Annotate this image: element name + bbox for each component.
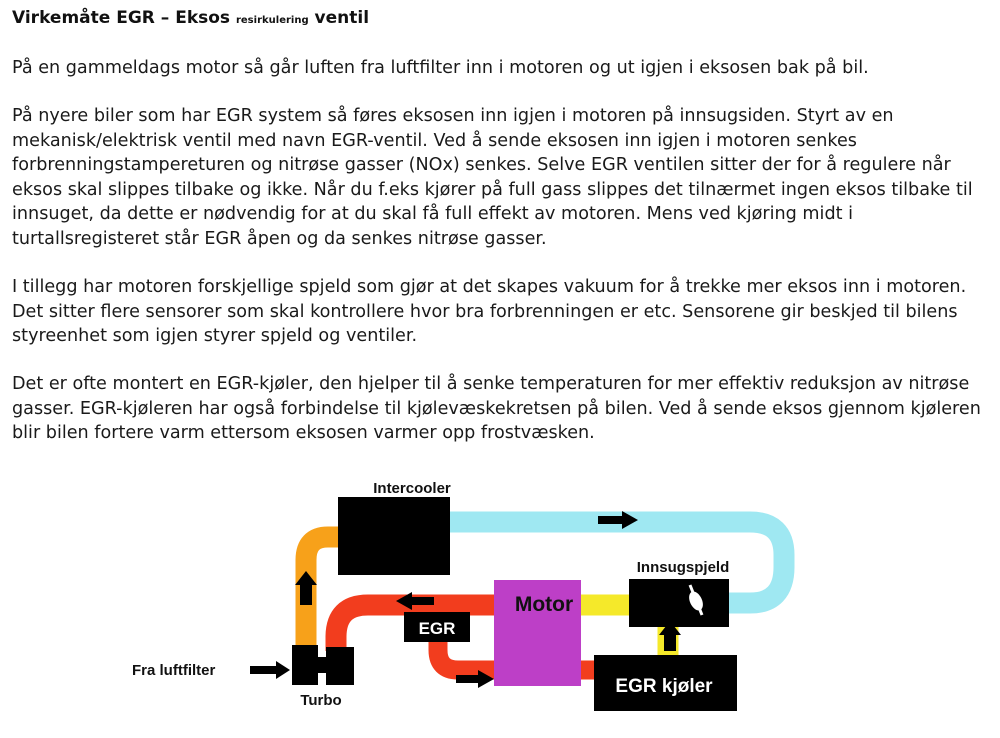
red-pipe-exhaust <box>325 594 496 651</box>
paragraph-egr-system: På nyere biler som har EGR system så før… <box>12 106 973 249</box>
egr-kjoler-block <box>594 655 737 711</box>
egr-valve-block <box>404 612 470 642</box>
red-pipe-egr <box>428 640 596 680</box>
turbo-label: Turbo <box>300 692 341 709</box>
innsugspjeld-label: Innsugspjeld <box>637 559 730 576</box>
title-part1: Virkemåte EGR – Eksos <box>12 8 236 28</box>
fra-luftfilter-label: Fra luftfilter <box>132 662 215 679</box>
egr-kjoler-label: EGR kjøler <box>615 676 713 697</box>
motor-label: Motor <box>515 593 573 616</box>
arrow-right-cyan-icon <box>598 511 638 529</box>
arrow-right-red-icon <box>456 670 494 688</box>
egr-diagram: Intercooler Motor Innsugspjeld EGR EGR k… <box>132 480 795 711</box>
title-part2: ventil <box>308 8 370 28</box>
innsugspjeld-block <box>629 579 729 627</box>
cyan-pipe <box>450 511 795 614</box>
paragraph-egr-cooler: Det er ofte montert en EGR-kjøler, den h… <box>12 374 981 443</box>
intercooler-block <box>338 497 450 575</box>
intercooler-label: Intercooler <box>373 480 451 497</box>
motor-block <box>494 580 581 686</box>
orange-pipe <box>295 526 342 645</box>
paragraph-sensors: I tillegg har motoren forskjellige spjel… <box>12 277 967 346</box>
arrow-up-yellow-icon <box>659 621 681 651</box>
turbo-block <box>292 645 354 685</box>
title-small: resirkulering <box>235 15 309 26</box>
page-title: Virkemåte EGR – Eksos resirkulering vent… <box>12 8 369 28</box>
egr-label: EGR <box>419 619 456 638</box>
paragraph-intro: På en gammeldags motor så går luften fra… <box>12 58 869 78</box>
flap-valve-icon <box>688 584 704 616</box>
luftfilter-arrow-icon <box>250 661 290 679</box>
arrow-up-orange-icon <box>295 571 317 605</box>
arrow-left-red-icon <box>396 592 434 610</box>
